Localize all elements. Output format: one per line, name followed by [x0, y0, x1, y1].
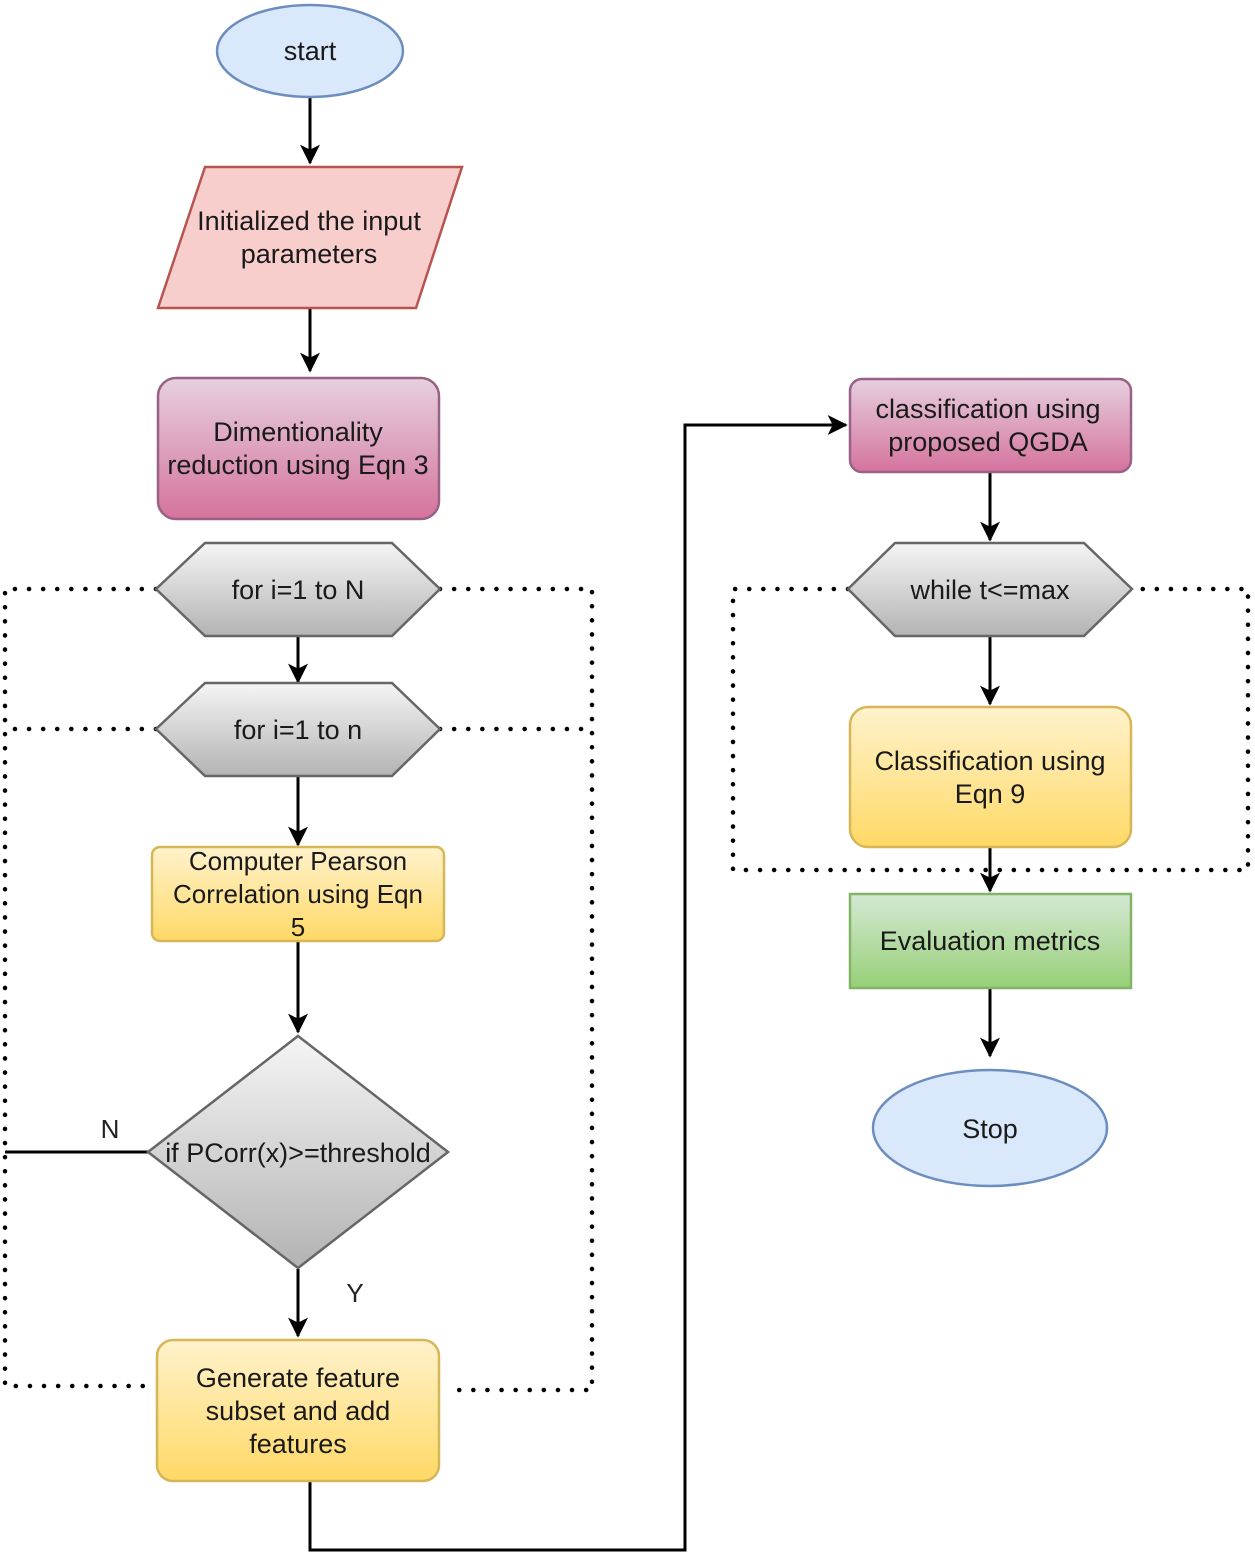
qgda-label-line-2: proposed QGDA [888, 427, 1088, 457]
qgda-label-line-1: classification using [875, 394, 1100, 424]
init-label-line-2: parameters [241, 239, 378, 269]
outer-loop-node: for i=1 to N [154, 541, 442, 638]
evaluation-label: Evaluation metrics [880, 926, 1101, 956]
outer-loop-boundary [2, 586, 595, 1393]
while-loop-boundary [730, 586, 1251, 873]
decision-label: if PCorr(x)>=threshold [165, 1138, 431, 1168]
pearson-correlation-node: Computer Pearson Correlation using Eqn 5 [150, 845, 446, 943]
init-label-line-1: Initialized the input [197, 206, 421, 236]
yes-branch-label: Y [346, 1278, 363, 1308]
evaluation-metrics-node: Evaluation metrics [848, 892, 1133, 990]
pearson-label-line-2: Correlation using Eqn [173, 879, 423, 909]
no-branch-label: N [101, 1114, 120, 1144]
stop-node: Stop [871, 1068, 1109, 1188]
stop-label: Stop [962, 1114, 1018, 1144]
inner-loop-node: for i=1 to n [154, 681, 442, 778]
dimred-label-line-1: Dimentionality [213, 417, 383, 447]
generate-label-line-2: subset and add [206, 1396, 391, 1426]
dimred-label-line-2: reduction using Eqn 3 [167, 450, 428, 480]
pearson-label-line-3: 5 [291, 912, 305, 942]
qgda-classification-node: classification using proposed QGDA [848, 377, 1133, 474]
start-label: start [284, 36, 337, 66]
classification-eqn-label-line-1: Classification using [874, 746, 1105, 776]
generate-label-line-3: features [249, 1429, 347, 1459]
edges [5, 97, 1000, 1552]
dimensionality-reduction-node: Dimentionality reduction using Eqn 3 [156, 376, 441, 521]
generate-label-line-1: Generate feature [196, 1363, 400, 1393]
start-node: start [215, 3, 405, 99]
edge-generate-to-qgda [308, 415, 848, 1552]
loop-boundaries [2, 586, 1251, 1393]
threshold-decision-node: if PCorr(x)>=threshold [145, 1034, 451, 1270]
init-parameters-node: Initialized the input parameters [156, 165, 464, 310]
generate-features-node: Generate feature subset and add features [155, 1338, 441, 1483]
while-loop-label: while t<=max [909, 575, 1070, 605]
classification-eqn-label-line-2: Eqn 9 [955, 779, 1026, 809]
while-loop-node: while t<=max [846, 541, 1134, 638]
outer-loop-label: for i=1 to N [232, 575, 365, 605]
classification-eqn-node: Classification using Eqn 9 [848, 705, 1133, 849]
pearson-label-line-1: Computer Pearson [189, 846, 407, 876]
inner-loop-label: for i=1 to n [234, 715, 362, 745]
